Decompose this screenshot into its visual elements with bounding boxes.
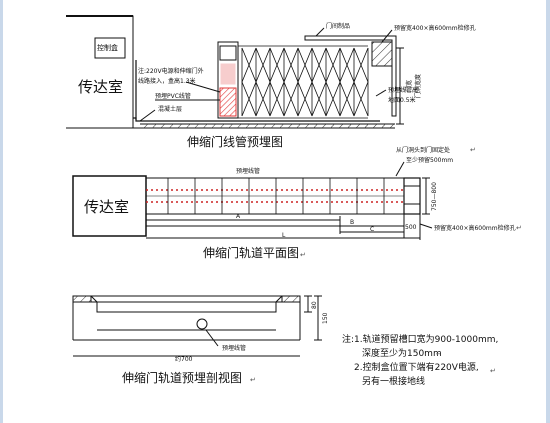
gate-end-post bbox=[304, 35, 397, 117]
ground-hatch-right bbox=[281, 295, 301, 303]
section-conduit bbox=[196, 318, 208, 330]
conduit-embedding-diagram bbox=[66, 15, 404, 129]
ground-label: 地面0.5米 bbox=[388, 96, 416, 104]
dim-500-label: 500 bbox=[405, 224, 417, 231]
title-conduit-embedding: 伸缩门线管预埋图 bbox=[187, 134, 283, 149]
note-2-line-1: 2.控制盒位置下端有220V电源, bbox=[354, 361, 479, 373]
title-track-plan: 伸缩门轨道平面图 bbox=[203, 245, 299, 260]
dim-b-label: B bbox=[350, 219, 354, 226]
embedded-conduit bbox=[133, 117, 380, 122]
gate-motor-panel bbox=[219, 87, 237, 117]
guard-room-label-mid: 传达室 bbox=[84, 198, 129, 216]
power-note-line1: 注:220V电源和伸缩门外 bbox=[138, 67, 204, 75]
track-section-diagram bbox=[72, 295, 322, 357]
dim-c-label: C bbox=[370, 226, 374, 233]
inspection-pit-top bbox=[371, 41, 393, 67]
control-box bbox=[94, 37, 126, 59]
top-view-text: 控制盒 传达室 注:220V电源和伸缩门外 线路接入，盒高1.3米 预埋PVC线… bbox=[78, 22, 476, 149]
min-length-note: 至少预留500mm bbox=[406, 156, 453, 164]
side-label-2: 门洞宽度 bbox=[414, 74, 422, 98]
track-cross-ties bbox=[167, 178, 385, 214]
pvc-label: 预埋PVC线管 bbox=[155, 92, 191, 100]
note-1-line-2: 深度至少为150mm bbox=[362, 347, 442, 359]
paragraph-mark-2: ↵ bbox=[470, 146, 476, 154]
fixed-point-note: 从门洞头到门固定处 bbox=[396, 146, 450, 154]
note-1-line-1: 注:1.轨道预留槽口宽为900-1000mm, bbox=[342, 333, 498, 345]
dim-750-800-label: 750—800 bbox=[431, 182, 438, 211]
track-plan-diagram bbox=[72, 161, 433, 240]
gate-head-label: 门间制品 bbox=[326, 22, 350, 30]
guard-room-outline bbox=[66, 15, 140, 129]
control-box-label: 控制盒 bbox=[97, 43, 118, 52]
paragraph-mark-1: ↵ bbox=[264, 140, 270, 148]
note-2-line-2: 另有一根接地线 bbox=[362, 375, 425, 387]
title-track-section: 伸缩门轨道预埋剖视图 bbox=[122, 370, 242, 385]
pit-label-top: 预留宽400×高600mm检修孔 bbox=[394, 24, 476, 32]
track-trench bbox=[90, 295, 283, 313]
ground-hatch-left bbox=[72, 295, 92, 303]
pit-label-mid: 预留宽400×高600mm检修孔 bbox=[434, 224, 516, 232]
dim-l-label: L bbox=[282, 232, 286, 239]
middle-view-text: 从门洞头到门固定处 ↵ 至少预留500mm 预埋线管 传达室 A B C L 5… bbox=[84, 146, 522, 260]
paragraph-mark-3: ↵ bbox=[516, 224, 522, 232]
guard-room-label-top: 传达室 bbox=[78, 78, 123, 96]
concrete-layer bbox=[140, 124, 395, 128]
concrete-label: 混凝土层 bbox=[158, 105, 182, 113]
track-conduit-label: 预埋线管 bbox=[236, 167, 260, 175]
section-conduit-label: 预埋线管 bbox=[222, 344, 246, 352]
gate-motor-head bbox=[217, 41, 239, 119]
bottom-view-text: 80 150 预埋线管 约700 伸缩门轨道预埋剖视图 ↵ 注:1.轨道预留槽口… bbox=[122, 301, 498, 387]
paragraph-mark-6: ↵ bbox=[436, 350, 442, 358]
paragraph-mark-4: ↵ bbox=[300, 251, 306, 259]
height-label: 预埋线管高 bbox=[388, 86, 418, 94]
paragraph-mark-7: ↵ bbox=[490, 367, 496, 375]
dim-150-label: 150 bbox=[322, 312, 329, 324]
dim-80-label: 80 bbox=[311, 301, 318, 309]
side-label-1: 门宽 bbox=[405, 80, 413, 92]
guard-room-box bbox=[72, 175, 147, 237]
paragraph-mark-5: ↵ bbox=[250, 376, 256, 384]
dim-a-label: A bbox=[236, 213, 241, 220]
width-label: 约700 bbox=[175, 355, 193, 363]
retractable-gate-lattice bbox=[238, 45, 369, 119]
power-note-line2: 线路接入，盒高1.3米 bbox=[138, 77, 196, 85]
track-end-box bbox=[403, 177, 421, 215]
